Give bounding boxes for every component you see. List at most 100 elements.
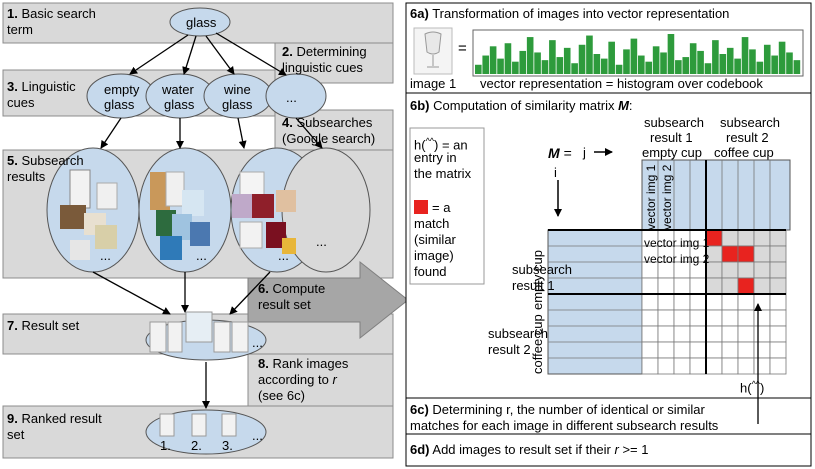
legend-match-4: image) xyxy=(414,248,454,263)
matrix-cell xyxy=(657,309,675,327)
matrix-cell xyxy=(673,325,691,343)
matrix-cell xyxy=(705,357,723,375)
histogram-bar xyxy=(756,61,764,74)
legend-match-3: (similar xyxy=(414,232,456,247)
matrix-cell xyxy=(721,357,739,375)
legend-match-2: match xyxy=(414,216,450,231)
step3-label-2: cues xyxy=(7,95,35,110)
cue-wine-label-1: wine xyxy=(224,82,251,97)
histogram-bar xyxy=(630,38,638,74)
matrix-cell xyxy=(769,261,787,279)
matrix-cell xyxy=(657,325,675,343)
histogram-bar xyxy=(697,50,704,74)
panel-6a-title: 6a) Transformation of images into vector… xyxy=(410,6,730,21)
matrix-cell xyxy=(689,277,707,295)
matrix-column-header xyxy=(641,159,791,231)
panel-6a-equals: = xyxy=(458,40,467,57)
matrix-cell xyxy=(657,357,675,375)
matrix-cell xyxy=(689,309,707,327)
step5-label: 5. Subsearch xyxy=(7,153,84,168)
panel-6b-title: 6b) Computation of similarity matrix M: xyxy=(410,98,633,113)
rank-3: 3. xyxy=(222,438,233,453)
cue-water-label-1: water xyxy=(162,82,194,97)
histogram-bar xyxy=(615,64,623,74)
matrix-cell xyxy=(705,325,723,343)
matrix-cell xyxy=(753,261,771,279)
matrix-cell xyxy=(721,229,739,247)
step8-label-3: (see 6c) xyxy=(258,388,305,403)
panel-6c-line1: 6c) Determining r, the number of identic… xyxy=(410,402,705,417)
step6-label-2: result set xyxy=(258,297,311,312)
histogram-bar xyxy=(763,44,771,74)
step1-label: 1. Basic search xyxy=(7,6,96,21)
matrix-cell xyxy=(641,277,659,295)
matrix-cell xyxy=(673,341,691,359)
histogram-bar xyxy=(556,57,564,74)
cue-empty-label-2: glass xyxy=(104,97,135,112)
histogram-bar xyxy=(682,57,690,74)
panel-6d-text: 6d) Add images to result set if their r … xyxy=(410,442,649,457)
row-sub1-a: subsearch xyxy=(512,262,572,277)
histogram-bar xyxy=(675,60,682,74)
matrix-cell xyxy=(753,357,771,375)
ranked-images xyxy=(159,413,237,437)
histogram-bars xyxy=(475,34,801,74)
panel-6c-line2: matches for each image in different subs… xyxy=(410,418,719,433)
subsearch-1-images xyxy=(60,169,118,260)
histogram-bar xyxy=(608,41,615,74)
matrix-cell xyxy=(769,309,787,327)
col-sub2-b: result 2 xyxy=(726,130,769,145)
matrix-cell xyxy=(657,277,675,295)
j-label: j xyxy=(583,145,586,160)
step9-label-2: set xyxy=(7,427,25,442)
matrix-cell xyxy=(737,357,755,375)
histogram-bar xyxy=(519,50,527,74)
matrix-cell xyxy=(753,277,771,295)
matrix-cell xyxy=(769,357,787,375)
matrix-cell xyxy=(721,341,739,359)
legend-match-swatch xyxy=(414,200,428,214)
matrix-cell xyxy=(641,325,659,343)
matrix-cell-match xyxy=(721,245,739,263)
row-vec2: vector img 2 xyxy=(644,252,710,266)
matrix-cell xyxy=(673,293,691,311)
result-more: ... xyxy=(252,335,263,350)
step2-label: 2. Determining xyxy=(282,44,367,59)
matrix-cell xyxy=(753,245,771,263)
histogram-bar xyxy=(741,37,749,74)
histogram-bar xyxy=(512,61,519,74)
matrix-cell xyxy=(769,293,787,311)
histogram-bar xyxy=(526,37,534,74)
step8-label: 8. Rank images xyxy=(258,356,349,371)
glass-node xyxy=(169,7,231,37)
col-sub1-c: empty cup xyxy=(642,145,702,160)
histogram-bar xyxy=(504,43,512,74)
legend-match-5: found xyxy=(414,264,447,279)
histogram-bar xyxy=(778,41,786,74)
matrix-cell xyxy=(753,229,771,247)
legend-match-1: = a xyxy=(432,200,451,215)
histogram-bar xyxy=(534,52,541,74)
matrix-cell xyxy=(721,261,739,279)
matrix-cell xyxy=(657,341,675,359)
cue-more-label: ... xyxy=(286,90,297,105)
row-sub1-c: empty cup xyxy=(530,250,545,310)
histogram-bar xyxy=(475,64,482,74)
matrix-row-header xyxy=(547,229,643,375)
step5-label-2: results xyxy=(7,169,46,184)
panel-6c xyxy=(405,397,812,435)
sub2-more: ... xyxy=(196,248,207,263)
histogram-bar xyxy=(623,49,630,74)
matrix-cell xyxy=(753,309,771,327)
matrix-cell xyxy=(641,309,659,327)
matrix-cell xyxy=(721,309,739,327)
step7-label: 7. Result set xyxy=(7,318,80,333)
histogram-bar xyxy=(786,52,793,74)
row-vec1: vector img 1 xyxy=(644,236,710,250)
result-set-images xyxy=(149,311,249,353)
rank-1: 1. xyxy=(160,438,171,453)
rank-2: 2. xyxy=(191,438,202,453)
bottom-h-label: h(^^) xyxy=(740,379,765,396)
image1-label: image 1 xyxy=(410,76,457,91)
legend-entry-2: entry in xyxy=(414,150,457,165)
